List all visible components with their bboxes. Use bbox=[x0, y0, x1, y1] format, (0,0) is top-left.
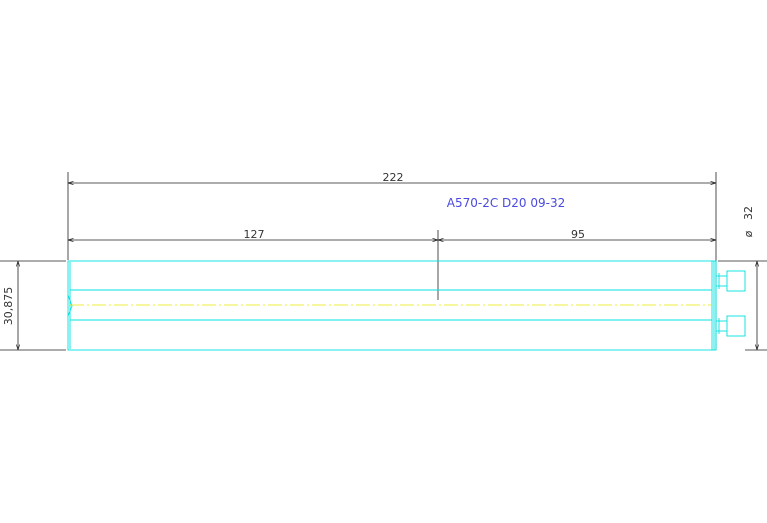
overall-length-label: 222 bbox=[383, 171, 404, 184]
part-label: A570-2C D20 09-32 bbox=[447, 196, 565, 210]
diameter-label: 32 bbox=[742, 206, 755, 220]
part-body bbox=[67, 260, 746, 351]
left-segment-label: 127 bbox=[244, 228, 265, 241]
connector-top bbox=[726, 270, 746, 292]
dimension-lines bbox=[0, 172, 767, 351]
right-segment-label: 95 bbox=[571, 228, 585, 241]
connector-bottom bbox=[726, 315, 746, 337]
left-end-cap bbox=[67, 262, 73, 349]
diameter-symbol: ø bbox=[742, 230, 755, 237]
height-label: 30,875 bbox=[2, 287, 15, 326]
tube-outline bbox=[67, 260, 717, 351]
